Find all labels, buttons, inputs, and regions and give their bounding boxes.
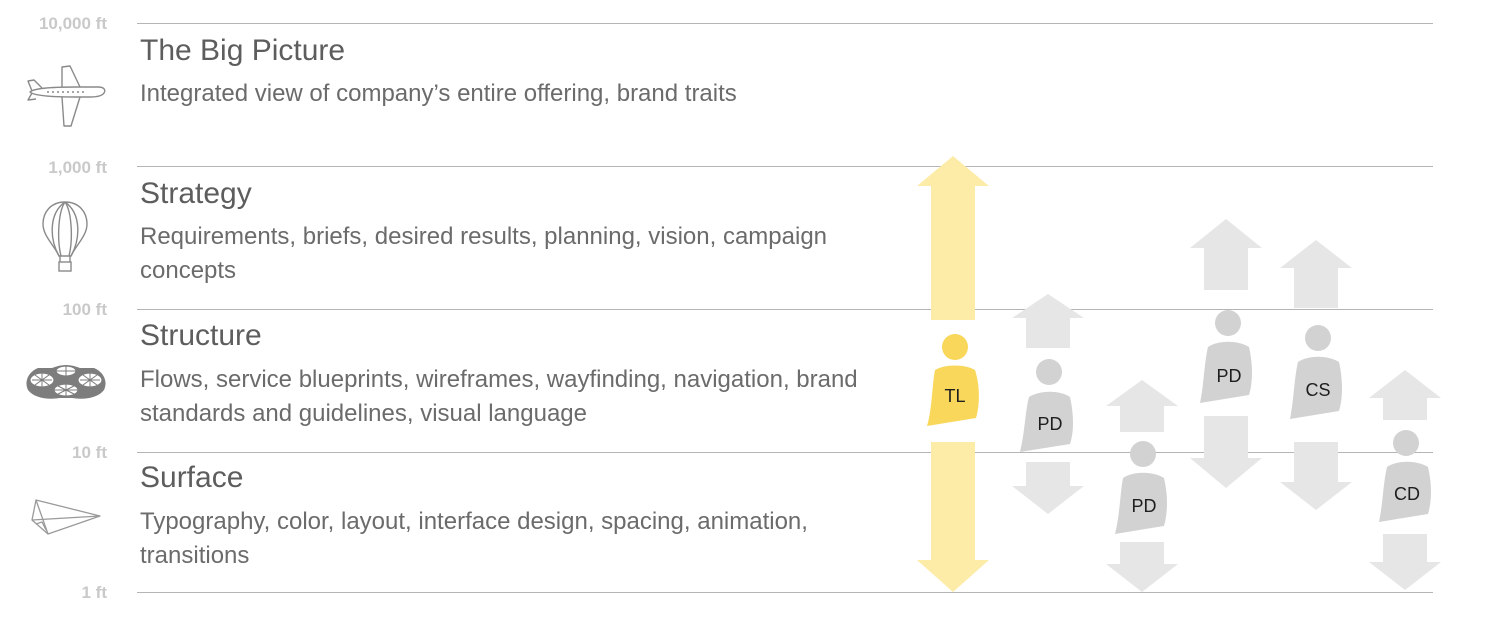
altitude-label-100: 100 ft	[62, 300, 107, 319]
person-head	[1393, 430, 1419, 456]
person-body	[1290, 356, 1342, 419]
up-arrow	[1012, 294, 1084, 348]
level-title-surface: Surface	[140, 461, 244, 494]
down-arrow	[1190, 416, 1262, 488]
up-arrow	[1106, 380, 1178, 432]
up-arrow	[1280, 240, 1352, 308]
down-arrow	[1012, 462, 1084, 514]
down-arrow	[1369, 534, 1441, 590]
person-body	[1200, 341, 1252, 403]
airplane-icon	[27, 65, 106, 127]
hot-air-balloon-icon	[42, 201, 88, 272]
role-pd: PD	[1012, 294, 1084, 514]
person-head	[1215, 310, 1241, 336]
level-title-structure: Structure	[140, 319, 262, 352]
level-divider	[137, 166, 1433, 167]
person-body	[927, 365, 979, 426]
level-title-strategy: Strategy	[140, 177, 252, 210]
level-description-surface: Typography, color, layout, interface des…	[140, 508, 808, 569]
person-head	[942, 334, 968, 360]
level-divider	[137, 309, 1433, 310]
role-label: PD	[1131, 496, 1156, 516]
down-arrow	[917, 442, 989, 592]
level-divider	[137, 23, 1433, 24]
role-label: PD	[1216, 366, 1241, 386]
role-label: CS	[1305, 380, 1330, 400]
person-head	[1305, 325, 1331, 351]
role-pd: PD	[1190, 219, 1262, 488]
level-description-strategy: Requirements, briefs, desired results, p…	[140, 223, 828, 284]
level-divider	[137, 452, 1433, 453]
person-body	[1115, 472, 1167, 534]
down-arrow	[1106, 542, 1178, 592]
level-description-structure: Flows, service blueprints, wireframes, w…	[140, 366, 858, 427]
level-description-big-picture: Integrated view of company’s entire offe…	[140, 80, 737, 107]
altitude-label-10000: 10,000 ft	[38, 14, 107, 33]
up-arrow	[917, 156, 989, 320]
up-arrow	[1369, 370, 1441, 420]
person-head	[1036, 359, 1062, 385]
role-label: TL	[944, 386, 965, 406]
altitude-label-10: 10 ft	[72, 443, 107, 462]
paper-plane-icon	[31, 499, 101, 535]
level-title-big-picture: The Big Picture	[140, 34, 346, 67]
role-tl: TL	[917, 156, 989, 592]
role-label: PD	[1037, 414, 1062, 434]
drone-icon	[26, 365, 106, 399]
up-arrow	[1190, 219, 1262, 290]
level-divider	[137, 592, 1433, 593]
down-arrow	[1280, 442, 1352, 510]
person-body	[1379, 461, 1431, 522]
altitude-label-1: 1 ft	[81, 583, 108, 602]
role-label: CD	[1394, 484, 1420, 504]
altitude-label-1000: 1,000 ft	[48, 158, 107, 177]
role-cd: CD	[1369, 370, 1441, 590]
person-body	[1020, 391, 1073, 452]
person-head	[1130, 441, 1156, 467]
role-cs: CS	[1280, 240, 1352, 510]
role-pd: PD	[1106, 380, 1178, 592]
